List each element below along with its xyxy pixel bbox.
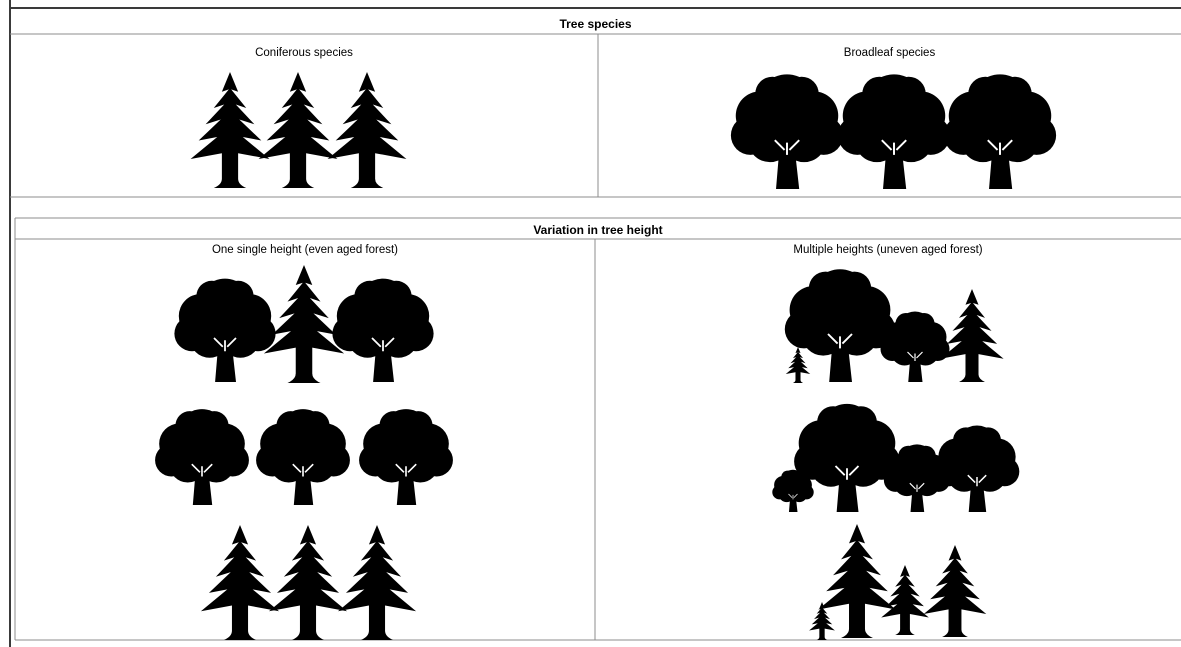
broadleaf-tree-icon [155,409,249,505]
conifer-tree-icon [940,289,1004,382]
conifer-tree-icon [337,525,417,640]
broadleaf-tree-icon [332,278,434,382]
species-section-title: Tree species [559,17,632,31]
broadleaf-tree-icon [174,278,276,382]
broadleaf-tree-icon [794,403,900,512]
broadleaf-tree-icon [880,311,950,382]
coniferous-label: Coniferous species [255,47,353,59]
broadleaf-tree-icon [256,409,350,505]
even-aged-label: One single height (even aged forest) [211,244,399,256]
uneven-aged-label: Multiple heights (uneven aged forest) [793,244,983,256]
conifer-tree-icon [818,524,896,638]
conifer-tree-icon [258,72,338,188]
broadleaf-tree-icon [837,74,951,189]
table-grid [9,0,1181,647]
conifer-tree-icon [809,602,835,640]
conifer-tree-icon [268,525,348,640]
broadleaf-tree-icon [730,74,844,189]
conifer-tree-icon [200,525,280,640]
broadleaf-tree-icon [883,444,951,512]
tree-icons [155,72,1057,640]
conifer-tree-icon [881,565,929,635]
broadleaf-tree-icon [784,269,896,382]
conifer-tree-icon [785,347,811,383]
height-section-title: Variation in tree height [533,223,663,237]
broadleaf-tree-icon [943,74,1057,189]
conifer-tree-icon [190,72,270,188]
conifer-tree-icon [327,72,407,188]
conifer-tree-icon [923,545,987,637]
broadleaf-label: Broadleaf species [843,47,936,59]
broadleaf-tree-icon [772,469,814,512]
conifer-tree-icon [263,265,345,383]
broadleaf-tree-icon [934,425,1020,512]
broadleaf-tree-icon [359,409,453,505]
